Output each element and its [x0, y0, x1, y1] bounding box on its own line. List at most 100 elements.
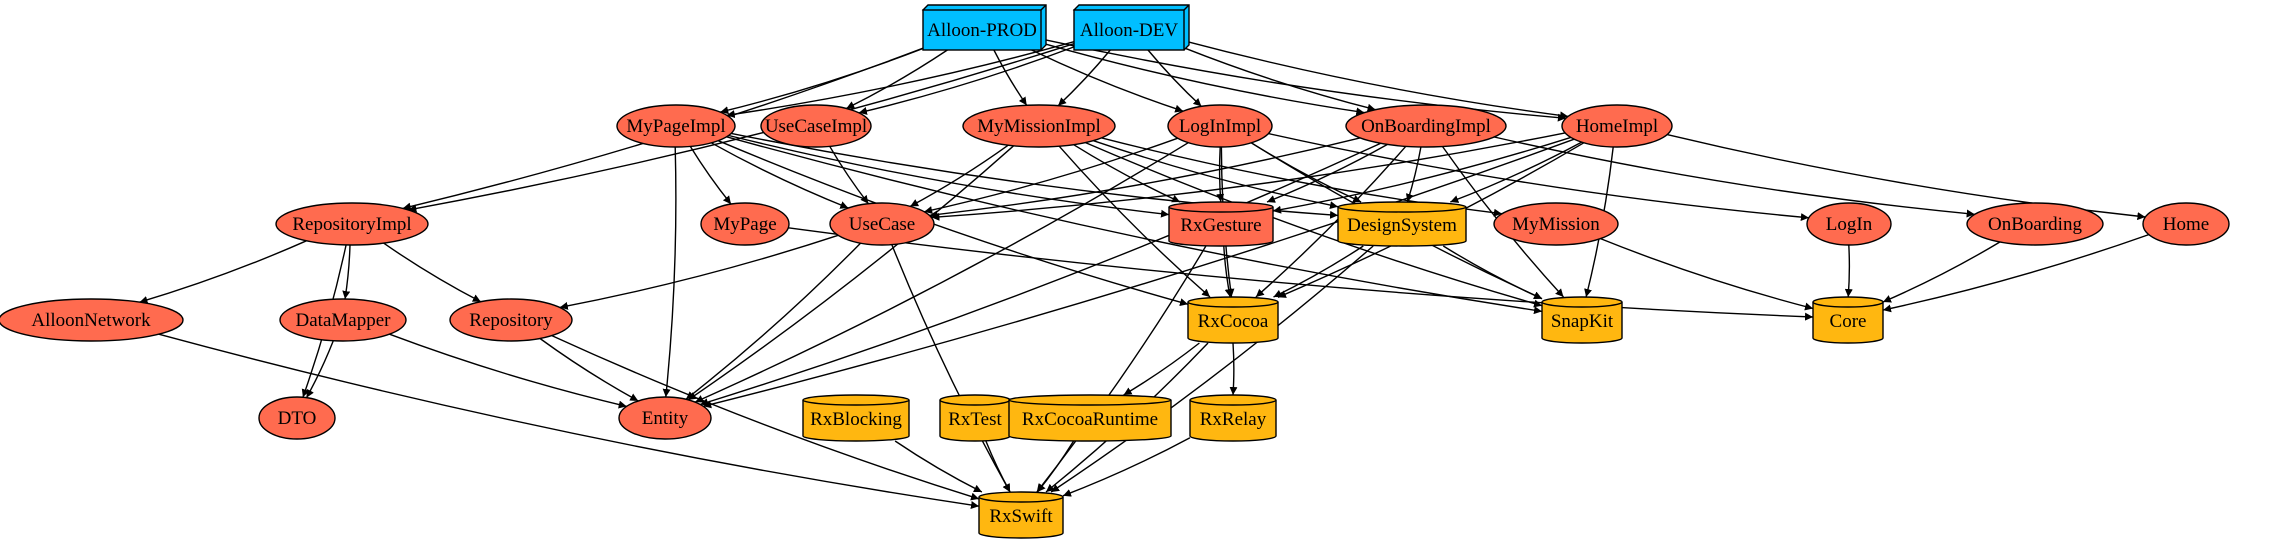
- edge-rxcocoa-to-rxcocoaruntime: [1123, 342, 1200, 396]
- edge-mymissionimpl-to-snapkit: [1085, 141, 1543, 308]
- node-shape-rim: [802, 399, 910, 406]
- node-mymission: MyMission: [1493, 202, 1619, 246]
- node-mypage: MyPage: [700, 202, 790, 246]
- node-label: OnBoardingImpl: [1361, 116, 1491, 137]
- node-rxrelay: RxRelay: [1189, 394, 1277, 442]
- edge-designsystem-to-snapkit: [1442, 245, 1543, 300]
- node-label: Alloon-DEV: [1080, 20, 1178, 41]
- edge-usecase-to-repository: [559, 234, 839, 310]
- node-rxgesture: RxGesture: [1168, 201, 1274, 247]
- node-shape-rim: [1541, 301, 1623, 308]
- edge-mypageimpl-to-usecase: [710, 142, 849, 209]
- edge-alloondev-to-onboardingimpl: [1183, 47, 1376, 112]
- node-shape: [1073, 9, 1185, 51]
- edge-alloonprod-to-mymissionimpl: [993, 49, 1028, 106]
- edge-designsystem-to-rxcocoa: [1273, 245, 1364, 298]
- node-designsystem: DesignSystem: [1337, 201, 1467, 247]
- edge-home-to-core: [1882, 233, 2150, 313]
- node-datamapper: DataMapper: [279, 298, 407, 342]
- node-label: LogInImpl: [1179, 116, 1261, 137]
- node-shape: [1008, 394, 1172, 442]
- edge-designsystem-to-rxswift: [1050, 245, 1374, 493]
- edge-alloondev-to-homeimpl: [1183, 40, 1569, 120]
- node-label: RxRelay: [1200, 409, 1267, 430]
- node-shape: [802, 394, 910, 442]
- edge-rxblocking-to-rxswift: [894, 440, 983, 493]
- node-rxblocking: RxBlocking: [802, 394, 910, 442]
- node-shape: [978, 491, 1064, 539]
- edge-rxcocoaruntime-to-rxswift: [1036, 440, 1075, 493]
- node-label: RxSwift: [989, 506, 1053, 527]
- node-loginimpl: LogInImpl: [1167, 104, 1273, 148]
- node-shape: [700, 202, 790, 246]
- node-shape: [1345, 104, 1507, 148]
- edge-rxtest-to-rxswift: [985, 440, 1011, 493]
- edge-onboardingimpl-to-onboarding: [1494, 136, 1975, 218]
- node-login: LogIn: [1806, 202, 1892, 246]
- node-shape-rim: [1189, 399, 1277, 406]
- node-shape-rim: [1812, 301, 1884, 308]
- edge-login-to-core: [1844, 244, 1853, 298]
- edge-usecaseimpl-to-usecase: [829, 145, 869, 205]
- node-shape: [275, 202, 429, 246]
- node-shape-corner: [1040, 4, 1047, 11]
- node-label: Home: [2163, 214, 2209, 235]
- edge-repository-to-entity: [539, 337, 639, 402]
- edge-alloonprod-to-onboardingimpl: [1040, 42, 1365, 116]
- node-shape: [1812, 296, 1884, 344]
- node-core: Core: [1812, 296, 1884, 344]
- node-repository: Repository: [449, 298, 573, 342]
- edge-rxgesture-to-rxcocoa: [1223, 245, 1233, 298]
- edge-onboarding-to-core: [1882, 241, 2001, 303]
- node-label: LogIn: [1826, 214, 1873, 235]
- node-label: DataMapper: [296, 310, 392, 331]
- node-shape-rim: [1168, 206, 1274, 213]
- node-label: SnapKit: [1551, 311, 1614, 332]
- node-shape: [449, 298, 573, 342]
- node-rxcocoaruntime: RxCocoaRuntime: [1008, 394, 1172, 442]
- node-rxcocoa: RxCocoa: [1187, 296, 1279, 344]
- edge-alloonprod-to-usecaseimpl: [845, 49, 948, 110]
- node-shape-rim: [1008, 399, 1172, 406]
- node-homeimpl: HomeImpl: [1561, 104, 1673, 148]
- node-shape-corner: [1183, 4, 1190, 11]
- node-usecase: UseCase: [829, 202, 935, 246]
- node-rxtest: RxTest: [939, 394, 1011, 442]
- edge-alloondev-to-loginimpl: [1147, 49, 1202, 107]
- node-label: MyPage: [713, 214, 776, 235]
- node-entity: Entity: [618, 396, 712, 440]
- node-label: OnBoarding: [1988, 214, 2082, 235]
- node-label: AlloonNetwork: [31, 310, 151, 331]
- node-shape: [2142, 202, 2230, 246]
- node-shape: [1561, 104, 1673, 148]
- node-shape: [1966, 202, 2104, 246]
- edge-alloondev-to-mymissionimpl: [1057, 49, 1111, 107]
- node-rxswift: RxSwift: [978, 491, 1064, 539]
- node-label: RepositoryImpl: [292, 214, 411, 235]
- edge-alloondev-to-usecaseimpl: [858, 46, 1075, 115]
- edge-alloonprod-to-loginimpl: [1031, 49, 1184, 113]
- node-dto: DTO: [258, 396, 336, 440]
- node-label: Core: [1830, 311, 1867, 332]
- edge-homeimpl-to-usecase: [931, 132, 1566, 221]
- node-alloonnetwork: AlloonNetwork: [0, 298, 184, 342]
- edge-onboardingimpl-to-entity: [699, 142, 1382, 406]
- node-label: DesignSystem: [1347, 215, 1457, 236]
- node-label: RxCocoaRuntime: [1022, 409, 1158, 430]
- edge-repository-to-rxswift: [551, 334, 980, 501]
- edge-homeimpl-to-rxgesture: [1272, 136, 1572, 214]
- edge-usecase-to-entity: [685, 242, 862, 400]
- edge-homeimpl-to-designsystem: [1450, 141, 1583, 203]
- edge-mymissionimpl-to-usecase: [909, 144, 1009, 208]
- node-shape: [258, 396, 336, 440]
- edge-mymission-to-core: [1600, 237, 1814, 311]
- node-repositoryimpl: RepositoryImpl: [275, 202, 429, 246]
- node-shape: [962, 104, 1116, 148]
- node-onboardingimpl: OnBoardingImpl: [1345, 104, 1507, 148]
- node-home: Home: [2142, 202, 2230, 246]
- edge-datamapper-to-entity: [389, 333, 627, 409]
- edge-mypageimpl-to-rxgesture: [728, 134, 1170, 218]
- node-label: RxGesture: [1180, 215, 1261, 236]
